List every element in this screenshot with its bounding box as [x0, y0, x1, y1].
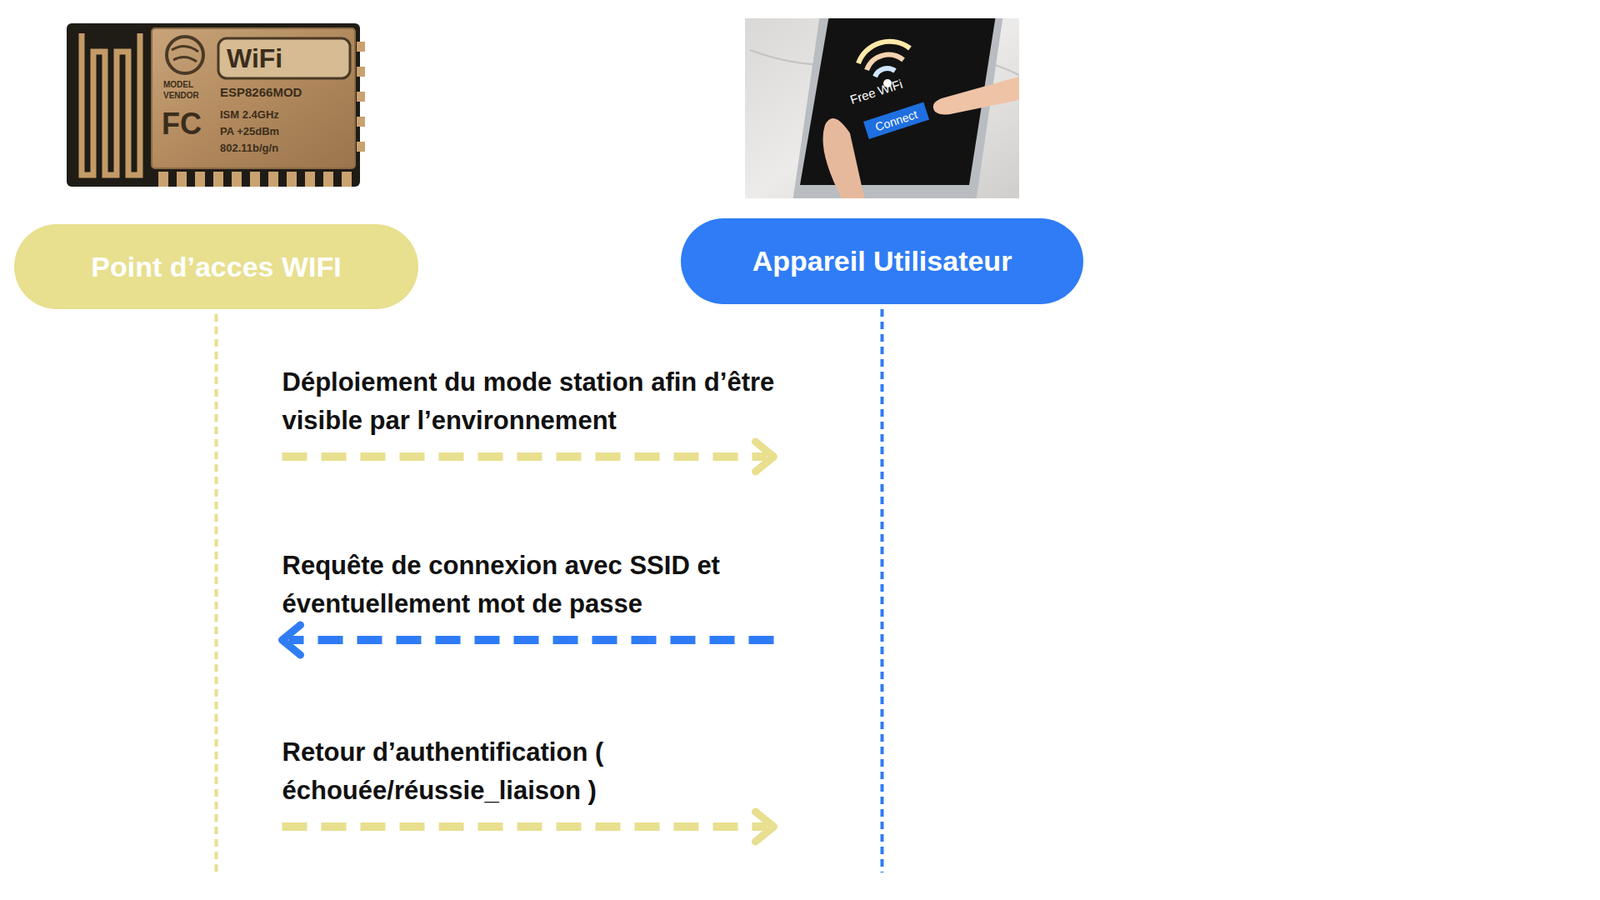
message-arrow	[282, 811, 775, 842]
chip-model: ESP8266MOD	[220, 85, 302, 100]
access-point-header: Point d’acces WIFI	[14, 224, 419, 310]
chip-marking: 802.11b/g/n	[220, 141, 279, 155]
chip-marking: MODEL	[163, 80, 194, 90]
arrow-head	[282, 625, 301, 655]
chip-logo: WiFi	[226, 43, 283, 75]
phone-photo	[745, 18, 1020, 199]
arrow-head	[755, 811, 775, 842]
user-device-header: Appareil Utilisateur	[680, 218, 1084, 305]
fcc-logo: FC	[161, 106, 202, 142]
chip-marking: ISM 2.4GHz	[220, 108, 280, 121]
message-label: Retour d’authentification ( échouée/réus…	[282, 733, 816, 810]
arrow-head	[755, 441, 775, 472]
message-arrow	[282, 441, 775, 472]
message-line	[282, 822, 768, 831]
header-text: Point d’acces WIFI	[90, 250, 341, 284]
message-line	[289, 635, 775, 645]
chip-marking: VENDOR	[163, 90, 200, 100]
lifeline	[880, 309, 885, 873]
lifeline	[215, 314, 219, 873]
esp8266-chip	[66, 23, 365, 187]
chip-marking: PA +25dBm	[220, 125, 280, 138]
header-text: Appareil Utilisateur	[752, 245, 1013, 278]
message-line	[282, 452, 768, 461]
message-label: Déploiement du mode station afin d’être …	[282, 363, 816, 440]
message-arrow	[282, 625, 775, 655]
message-label: Requête de connexion avec SSID et éventu…	[282, 546, 816, 624]
